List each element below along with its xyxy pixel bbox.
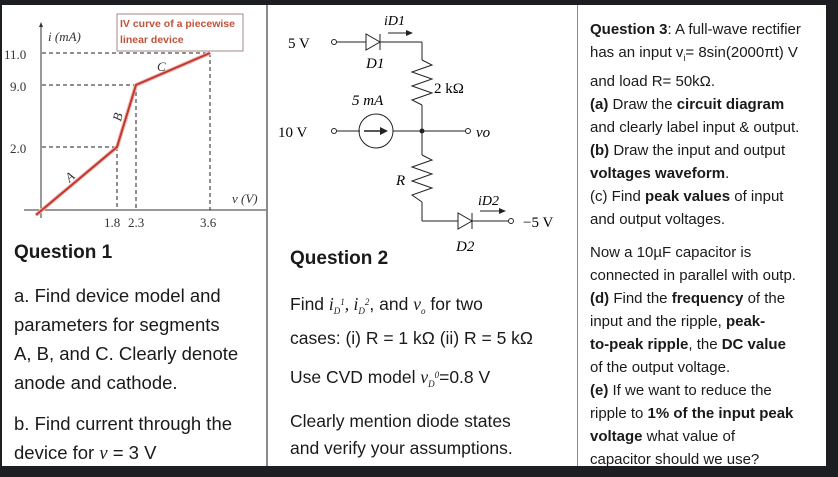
x-tick-1-8: 1.8: [104, 215, 120, 230]
y-tick-2: 2.0: [10, 141, 26, 156]
q1-a-line: parameters for segments: [14, 314, 220, 335]
iv-curve-chart: 11.0 9.0 2.0 1.8 2.3 3.6 i (mA) v (V) A …: [4, 13, 266, 230]
x-axis-label: v (V): [232, 191, 258, 206]
v1-label: 5 V: [288, 36, 310, 52]
chart-title-line1: IV curve of a piecewise: [120, 18, 235, 30]
r-label: R: [395, 173, 405, 189]
question-1-panel: 11.0 9.0 2.0 1.8 2.3 3.6 i (mA) v (V) A …: [2, 5, 267, 466]
r1-label: 2 kΩ: [434, 81, 464, 97]
q1-a-line: a. Find device model and: [14, 285, 221, 306]
diode-circuit-diagram: 5 V 10 V D1 iD1 2 kΩ 5 mA vo R iD2 D2 −5…: [278, 14, 553, 255]
q1-b-line: b. Find current through the: [14, 413, 233, 434]
question-2-panel: 5 V 10 V D1 iD1 2 kΩ 5 mA vo R iD2 D2 −5…: [267, 5, 577, 466]
segment-b-label: B: [109, 111, 126, 123]
id1-label: iD1: [384, 14, 405, 29]
segment-c-label: C: [157, 59, 166, 74]
d2-label: D2: [455, 239, 475, 255]
y-tick-11: 11.0: [4, 47, 26, 62]
x-tick-3-6: 3.6: [200, 215, 217, 230]
iv-curve-line: [35, 52, 211, 216]
question-3-text: Question 3: A full-wave rectifier has an…: [590, 21, 801, 468]
v2-label: 10 V: [278, 125, 307, 141]
x-tick-2-3: 2.3: [128, 215, 144, 230]
y-tick-9: 9.0: [10, 79, 26, 94]
question-1-title: Question 1: [14, 242, 113, 263]
question-1-body: a. Find device model and parameters for …: [14, 281, 266, 469]
question-2-body: Find iD1, iD2, and vo for two cases: (i)…: [290, 294, 534, 458]
q1-b-line2: device for v = 3 V: [14, 442, 157, 464]
vo-label: vo: [476, 125, 491, 141]
d1-label: D1: [365, 56, 384, 72]
chart-title-line2: linear device: [120, 34, 184, 46]
question-2-title: Question 2: [290, 248, 389, 269]
y-axis-label: i (mA): [48, 29, 81, 44]
question-3-panel: Question 3: A full-wave rectifier has an…: [577, 5, 826, 468]
q1-a-line: anode and cathode.: [14, 372, 178, 393]
q1-a-line: A, B, and C. Clearly denote: [14, 343, 239, 364]
v3-label: −5 V: [523, 215, 553, 231]
chart-title-box: [116, 13, 244, 52]
isrc-label: 5 mA: [352, 93, 384, 109]
id2-label: iD2: [478, 194, 499, 209]
